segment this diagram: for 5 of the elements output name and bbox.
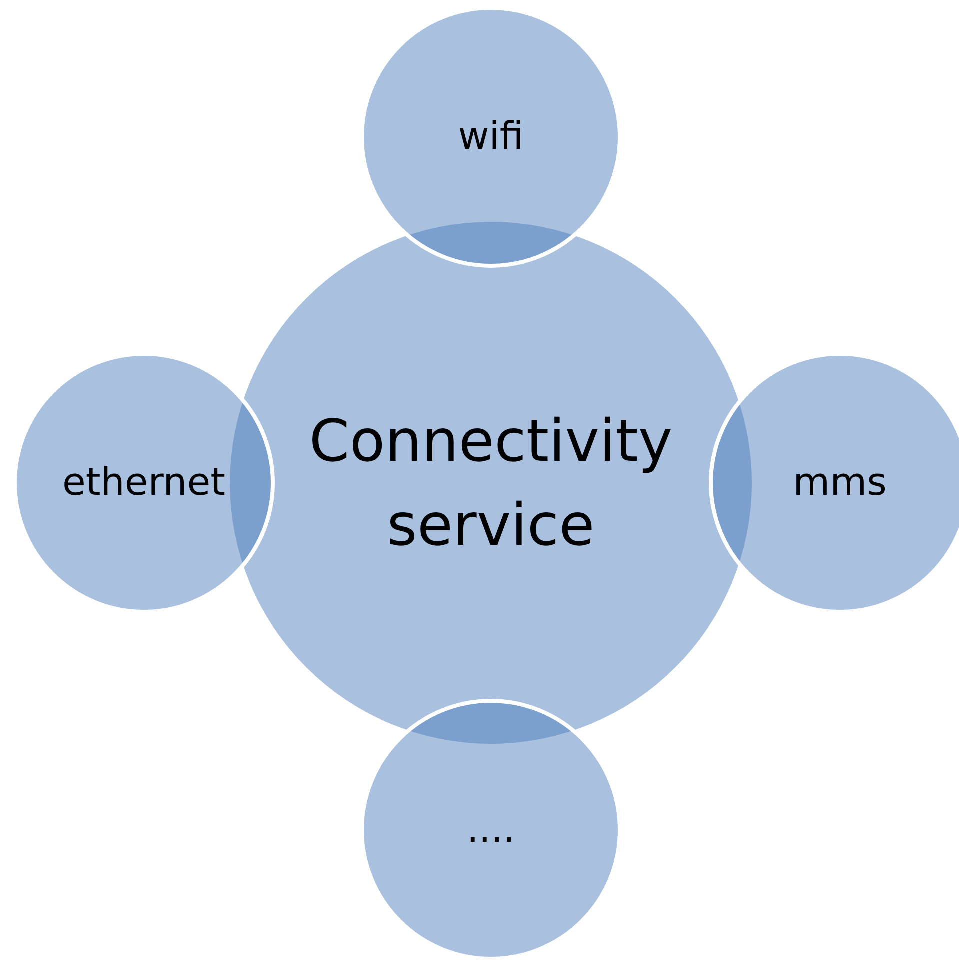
node-label: ethernet	[62, 459, 226, 506]
node-label: mms	[793, 459, 887, 506]
node-label: wifi	[458, 113, 524, 160]
node-label: Connectivity service	[308, 406, 674, 561]
node-label: ....	[466, 806, 516, 854]
